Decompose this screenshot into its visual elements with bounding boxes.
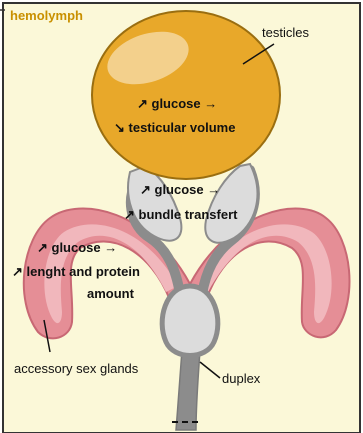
- testicles-label: testicles: [262, 25, 309, 40]
- hemolymph-title: hemolymph: [10, 8, 83, 23]
- testicles-glucose-label: ↗ glucose →: [137, 96, 217, 112]
- accessory-glands-label: accessory sex glands: [14, 361, 138, 376]
- length-protein-label: ↗ lenght and protein: [12, 264, 140, 280]
- amount-label: amount: [87, 286, 134, 301]
- testicular-volume-label: ↘ testicular volume: [114, 120, 235, 136]
- duplex-label: duplex: [222, 371, 260, 386]
- bundle-transfert-label: ↗ bundle transfert: [124, 207, 237, 223]
- glands-glucose-label: ↗ glucose →: [37, 240, 117, 256]
- ducts-glucose-label: ↗ glucose →: [140, 182, 220, 198]
- testicles-shape: [92, 11, 280, 179]
